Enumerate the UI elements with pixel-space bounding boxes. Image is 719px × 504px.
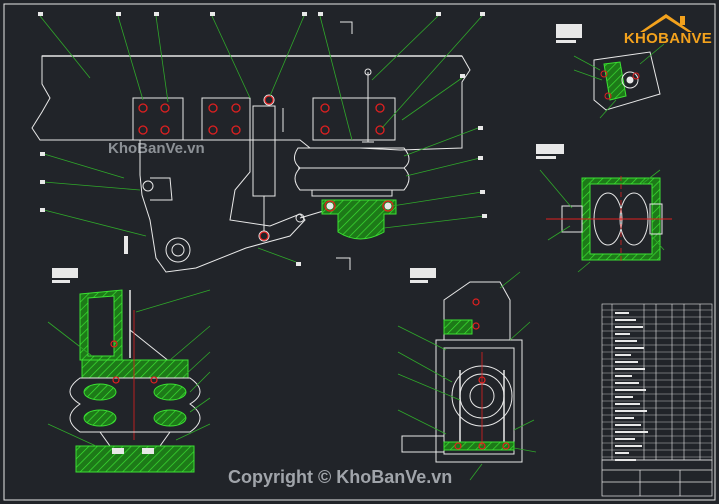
- section-view-bottom-left: [52, 268, 201, 473]
- parts-row-text-mark: [615, 312, 629, 314]
- axle-seat: [321, 199, 397, 240]
- parts-row-text-mark: [615, 403, 640, 405]
- parts-list-table: [601, 303, 713, 461]
- bracket-plate-mid: [201, 97, 251, 141]
- watermark-center: KhoBanVe.vn: [108, 140, 205, 157]
- title-block: [601, 459, 713, 497]
- parts-row-text-mark: [615, 354, 631, 356]
- parts-row-text-mark: [615, 431, 648, 433]
- parts-list-rows: [602, 309, 712, 461]
- parts-row-text-mark: [615, 389, 646, 391]
- parts-row-text-mark: [615, 368, 645, 370]
- parts-row-text-mark: [615, 438, 635, 440]
- logo-text: KHOBANVE: [623, 30, 713, 47]
- khobanve-logo: KHOBANVE: [622, 10, 714, 54]
- parts-row-text-mark: [615, 445, 642, 447]
- leader-lines-main: [39, 15, 485, 263]
- detail-view-top-right: [556, 24, 661, 111]
- main-side-view: [31, 55, 471, 273]
- parts-row-text-mark: [615, 417, 634, 419]
- bracket-plate-right: [312, 97, 396, 141]
- parts-row-text-mark: [615, 319, 636, 321]
- sheet-border: [3, 3, 716, 501]
- parts-row-text-mark: [615, 382, 639, 384]
- parts-row-text-mark: [615, 347, 644, 349]
- parts-row-text-mark: [615, 375, 632, 377]
- trailing-arm: [139, 139, 306, 273]
- parts-row-text-mark: [615, 361, 638, 363]
- pivot-bushing: [165, 237, 191, 263]
- parts-row-text-mark: [615, 424, 641, 426]
- section-view-bottom-center: [401, 268, 523, 463]
- parts-row-text-mark: [615, 452, 629, 454]
- bolts-main-view: [138, 95, 394, 241]
- parts-row-text-mark: [615, 410, 647, 412]
- parts-row-text-mark: [615, 340, 637, 342]
- parts-row-text-mark: [615, 459, 636, 461]
- parts-row-text-mark: [615, 326, 643, 328]
- label-ticks-main: [38, 12, 487, 266]
- copyright-watermark: Copyright © KhoBanVe.vn: [228, 467, 453, 487]
- house-roof-icon: [640, 14, 692, 32]
- cross-section-right: [536, 144, 672, 264]
- section-markers: [336, 21, 353, 270]
- shock-absorber: [252, 105, 276, 197]
- air-spring: [294, 147, 410, 191]
- parts-row-text-mark: [615, 396, 633, 398]
- parts-row-text-mark: [615, 333, 630, 335]
